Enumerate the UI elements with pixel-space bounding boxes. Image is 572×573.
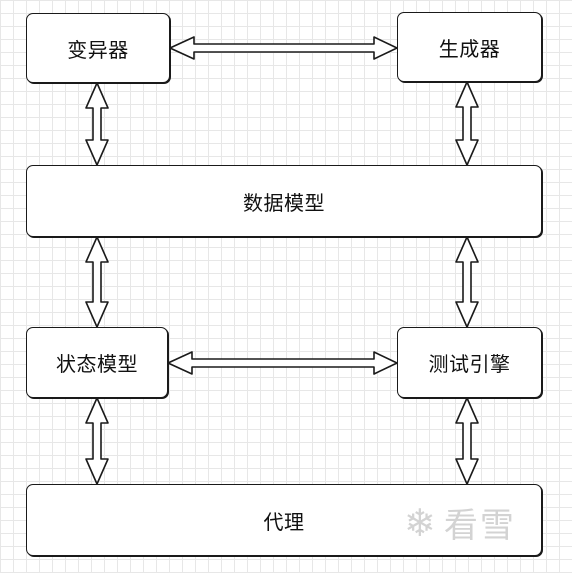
arrow-datamodel-state: [85, 236, 109, 328]
watermark: ❄ 看雪: [404, 498, 516, 547]
snowflake-icon: ❄: [404, 500, 436, 545]
state-model-node: 状态模型: [26, 327, 168, 398]
arrow-mutator-datamodel: [85, 82, 109, 166]
agent-label: 代理: [263, 509, 305, 534]
data-model-label: 数据模型: [243, 190, 325, 215]
state-model-label: 状态模型: [56, 352, 138, 376]
watermark-text: 看雪: [443, 506, 516, 546]
arrow-engine-agent: [455, 397, 479, 485]
agent-node: 代理: [26, 484, 542, 556]
test-engine-node: 测试引擎: [397, 327, 542, 398]
data-model-node: 数据模型: [26, 165, 542, 237]
test-engine-label: 测试引擎: [428, 352, 511, 376]
mutator-node: 变异器: [26, 13, 170, 83]
arrow-datamodel-engine: [455, 236, 479, 328]
arrow-mutator-generator: [169, 36, 398, 60]
generator-label: 生成器: [438, 36, 501, 61]
arrow-state-engine: [167, 351, 398, 375]
arrow-generator-datamodel: [455, 81, 479, 166]
arrow-state-agent: [85, 397, 109, 485]
mutator-label: 变异器: [67, 37, 129, 62]
generator-node: 生成器: [397, 12, 542, 82]
